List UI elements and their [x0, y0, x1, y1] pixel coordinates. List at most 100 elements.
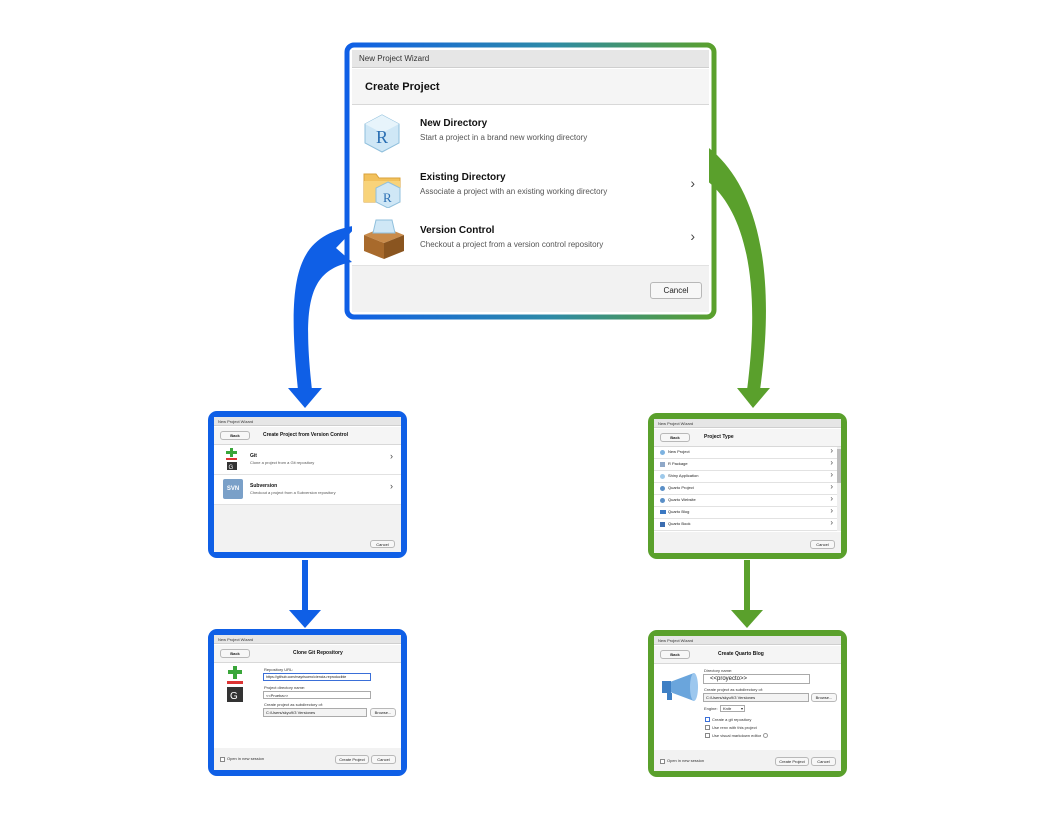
- project-type-item[interactable]: New Project›: [654, 446, 837, 459]
- window-title: New Project Wizard: [359, 54, 430, 63]
- window-title: New Project Wizard: [658, 421, 694, 426]
- cancel-button[interactable]: Cancel: [371, 755, 396, 764]
- subdir-input[interactable]: C:/Users/skyu9/3 Versiones: [703, 693, 809, 702]
- shiny-icon: [660, 474, 665, 479]
- page-title: Create Project from Version Control: [263, 432, 349, 438]
- dir-name-input[interactable]: <<proyecto>>: [703, 674, 810, 684]
- blog-wizard-window: New Project Wizard Back Create Quarto Bl…: [654, 636, 841, 771]
- clone-frame: [208, 629, 407, 776]
- create-project-button[interactable]: Create Project: [335, 755, 369, 764]
- engine-label: Engine:: [704, 706, 718, 711]
- svn-icon: SVN: [223, 479, 243, 499]
- git-icon: G: [224, 666, 246, 704]
- wizard-header: Back Create Quarto Blog: [654, 646, 841, 664]
- wizard-header: Back Clone Git Repository: [214, 645, 401, 663]
- blue-arrowhead-2: [289, 610, 321, 628]
- git-icon: G: [223, 448, 241, 472]
- page-title: Create Quarto Blog: [718, 651, 764, 657]
- subdir-input[interactable]: C:/Users/skyu9/3 Versiones: [263, 708, 367, 717]
- window-title: New Project Wizard: [218, 637, 254, 642]
- option-new-directory[interactable]: R New Directory Start a project in a bra…: [352, 106, 709, 160]
- option-title: Git: [250, 453, 257, 459]
- svg-text:R: R: [376, 127, 388, 147]
- type-frame: [648, 413, 847, 559]
- dir-name-input[interactable]: <<Prueba>>: [263, 691, 371, 699]
- option-title: Subversion: [250, 483, 278, 489]
- checkbox-label: Use renv with this project: [712, 725, 757, 730]
- back-button[interactable]: Back: [660, 650, 690, 659]
- visual-editor-checkbox[interactable]: [705, 733, 710, 738]
- dir-name-label: Project directory name:: [264, 685, 306, 690]
- project-type-item[interactable]: Quarto Book›: [654, 518, 837, 531]
- browse-button[interactable]: Browse...: [370, 708, 396, 717]
- project-type-item[interactable]: Quarto Project›: [654, 482, 837, 495]
- clone-wizard-window: New Project Wizard Back Clone Git Reposi…: [214, 635, 401, 770]
- option-subtitle: Clone a project from a Git repository: [250, 460, 315, 465]
- git-repo-checkbox[interactable]: [705, 717, 710, 722]
- chevron-right-icon: ›: [830, 494, 833, 503]
- page-title: Create Project: [365, 81, 440, 93]
- project-type-item[interactable]: Quarto Website›: [654, 494, 837, 507]
- engine-select[interactable]: Knitr▾: [720, 705, 745, 712]
- svg-text:G: G: [229, 465, 234, 471]
- create-project-button[interactable]: Create Project: [775, 757, 809, 766]
- chevron-right-icon: ›: [390, 481, 393, 491]
- option-subtitle: Associate a project with an existing wor…: [420, 187, 608, 196]
- project-type-list: New Project› R Package› Shiny Applicatio…: [654, 446, 837, 531]
- chevron-right-icon: ›: [390, 451, 393, 461]
- option-existing-directory[interactable]: R Existing Directory Associate a project…: [352, 159, 709, 213]
- chevron-right-icon: ›: [830, 482, 833, 491]
- renv-checkbox[interactable]: [705, 725, 710, 730]
- back-button[interactable]: Back: [220, 431, 250, 440]
- blue-arrowhead-1: [288, 388, 322, 408]
- subdir-label: Create project as subdirectory of:: [264, 702, 323, 707]
- chevron-down-icon: ▾: [740, 706, 743, 711]
- wizard-footer: [214, 505, 401, 552]
- project-type-item[interactable]: Shiny Application›: [654, 470, 837, 483]
- cancel-button[interactable]: Cancel: [650, 282, 702, 299]
- list-scrollbar[interactable]: [837, 447, 841, 531]
- new-session-label: Open in new session: [227, 756, 265, 761]
- dir-name-label: Directory name:: [704, 668, 733, 673]
- chevron-right-icon: ›: [830, 518, 833, 527]
- wizard-header: Back Project Type: [654, 429, 841, 447]
- repo-url-input[interactable]: https://github.com/mayrisuero/ciencia-re…: [263, 673, 371, 681]
- chevron-right-icon: ›: [690, 228, 695, 244]
- window-title: New Project Wizard: [658, 638, 694, 643]
- option-subtitle: Start a project in a brand new working d…: [420, 133, 588, 142]
- page-title: Clone Git Repository: [293, 650, 343, 656]
- new-session-checkbox[interactable]: [660, 759, 665, 764]
- help-icon: [763, 733, 768, 738]
- checkbox-label: Use visual markdown editor: [712, 733, 762, 738]
- option-subversion[interactable]: SVN Subversion Checkout a project from a…: [214, 475, 401, 505]
- back-button[interactable]: Back: [220, 649, 250, 658]
- cancel-button[interactable]: Cancel: [810, 540, 835, 549]
- green-curve-arrow: [640, 127, 766, 390]
- project-type-item[interactable]: Quarto Blog›: [654, 506, 837, 519]
- cancel-button[interactable]: Cancel: [811, 757, 836, 766]
- folder-r-icon: R: [362, 164, 404, 209]
- browse-button[interactable]: Browse...: [811, 693, 837, 702]
- chevron-right-icon: ›: [690, 175, 695, 191]
- wizard-footer: [352, 266, 709, 312]
- chevron-right-icon: ›: [830, 470, 833, 479]
- type-wizard-window: New Project Wizard Back Project Type New…: [654, 419, 841, 553]
- cancel-button[interactable]: Cancel: [370, 540, 395, 548]
- green-arrowhead-2: [731, 610, 763, 628]
- option-version-control[interactable]: Version Control Checkout a project from …: [352, 212, 709, 266]
- svg-text:R: R: [383, 190, 392, 205]
- option-git[interactable]: G Git Clone a project from a Git reposit…: [214, 445, 401, 475]
- window-titlebar: New Project Wizard: [654, 636, 841, 645]
- blog-frame: [648, 630, 847, 777]
- project-icon: [660, 450, 665, 455]
- option-title: Version Control: [420, 225, 495, 236]
- checkbox-label: Create a git repository: [712, 717, 752, 722]
- svg-text:G: G: [230, 691, 238, 702]
- back-button[interactable]: Back: [660, 433, 690, 442]
- option-subtitle: Checkout a project from a version contro…: [420, 240, 604, 249]
- blue-curve-arrow: [293, 225, 358, 390]
- project-type-item[interactable]: R Package›: [654, 458, 837, 471]
- page-title: Project Type: [704, 434, 734, 440]
- window-title: New Project Wizard: [218, 419, 254, 424]
- new-session-checkbox[interactable]: [220, 757, 225, 762]
